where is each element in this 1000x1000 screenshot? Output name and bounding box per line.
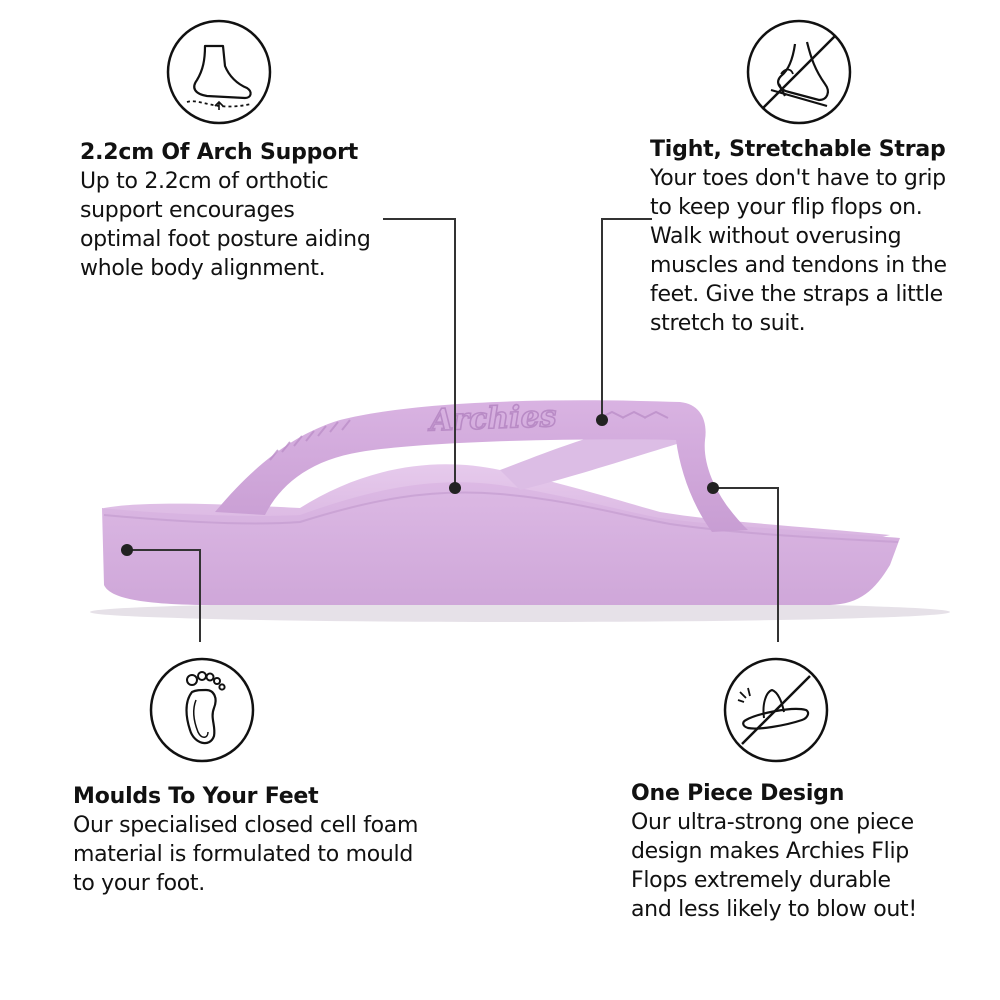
feature-body: Our ultra-strong one piece design makes … xyxy=(631,810,917,922)
feature-body: Your toes don't have to grip to keep you… xyxy=(650,166,947,336)
leader-mould xyxy=(127,549,201,642)
sole xyxy=(102,482,900,605)
feature-body: Our specialised closed cell foam materia… xyxy=(73,813,419,896)
feature-title: Moulds To Your Feet xyxy=(73,784,319,809)
leader-dots xyxy=(121,414,719,556)
leader-strap xyxy=(601,218,652,420)
feature-one-piece-design: One Piece Design Our ultra-strong one pi… xyxy=(631,780,931,924)
no-toe-grip-icon xyxy=(746,19,852,125)
feature-body: Up to 2.2cm of orthotic support encourag… xyxy=(80,169,371,281)
leader-lines xyxy=(127,218,779,642)
feature-title: 2.2cm Of Arch Support xyxy=(80,140,359,165)
brand-mark: Archies xyxy=(426,399,557,439)
strap xyxy=(215,400,748,532)
feature-moulds-to-feet: Moulds To Your Feet Our specialised clos… xyxy=(73,783,433,898)
feature-title: Tight, Stretchable Strap xyxy=(650,137,946,162)
feature-title: One Piece Design xyxy=(631,781,845,806)
feature-stretchable-strap: Tight, Stretchable Strap Your toes don't… xyxy=(650,136,960,338)
foot-arch-icon xyxy=(166,19,272,125)
no-blowout-icon xyxy=(723,657,829,763)
sole-shadow xyxy=(90,602,950,622)
sole-edge xyxy=(103,491,899,543)
feature-arch-support: 2.2cm Of Arch Support Up to 2.2cm of ort… xyxy=(80,139,380,283)
leader-arch xyxy=(383,218,456,488)
footprint-icon xyxy=(149,657,255,763)
leader-piece xyxy=(713,487,779,642)
